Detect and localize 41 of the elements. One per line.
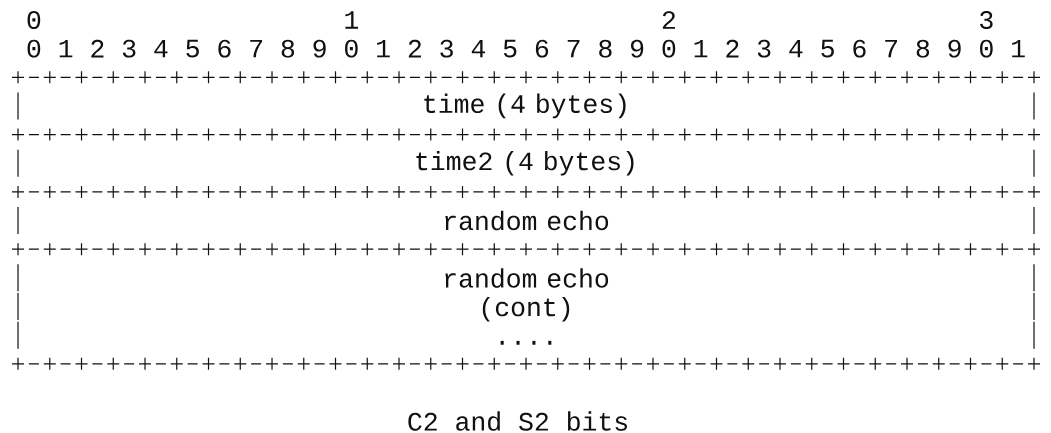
bit-number: 1 [1012,39,1025,58]
bit-number: 0 [27,39,41,58]
packet-field: time (4 bytes) [17,91,1035,121]
caption: C2 and S2 bits [408,411,627,431]
bit-number: 7 [885,39,897,58]
bit-number: 7 [567,39,580,58]
bit-number: 5 [503,39,517,58]
bit-number: 4 [471,39,485,58]
bit-number: 3 [440,39,453,58]
bit-number: 2 [726,39,739,58]
bit-number: 0 [980,39,993,58]
bit-number: 8 [916,39,930,58]
bit-number: 2 [662,11,675,29]
bit-number: 8 [599,39,612,58]
bit-number: 5 [186,39,199,58]
bit-number: 3 [757,39,771,58]
bit-number: 7 [250,39,262,58]
bit-number: 2 [408,39,421,58]
packet-field: random echo (cont) .... [17,263,1035,350]
bit-number: 4 [154,39,168,58]
packet-field: time2 (4 bytes) [17,149,1035,178]
bit-number: 1 [345,11,359,29]
bit-number: 2 [91,39,104,58]
bit-number: 0 [345,39,358,58]
bit-number: 5 [821,39,834,58]
bit-number: 3 [122,39,136,58]
bit-number: 9 [313,39,326,58]
bit-number: 0 [662,39,676,58]
bit-number: 6 [853,39,866,58]
bit-number: 3 [980,11,993,29]
bit-number: 9 [948,39,961,58]
bit-number: 8 [281,39,295,58]
bit-number: 6 [218,39,231,58]
bit-number: 1 [694,39,708,58]
bit-number: 0 [27,11,41,29]
packet-field: random echo [17,206,1035,235]
bit-number: 4 [789,39,803,58]
bit-number: 1 [59,39,73,58]
bit-number: 6 [535,39,549,58]
bit-number: 9 [631,39,644,58]
bit-number: 1 [377,39,390,58]
